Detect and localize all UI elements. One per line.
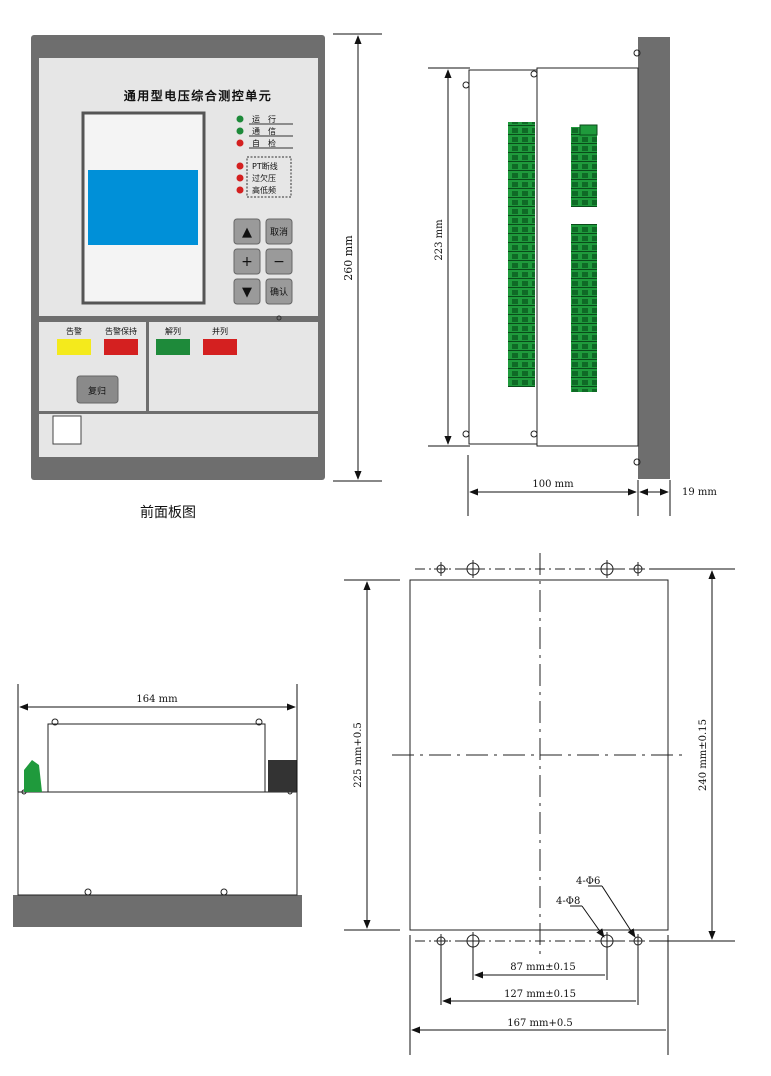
indicator-group: 运 行 通 信 自 检 — [236, 114, 293, 149]
cutout-height-label: 225 mm+0.5 — [353, 722, 364, 788]
indicator-voltage-label: 过欠压 — [252, 173, 276, 183]
cutout-width-dimensions: 87 mm±0.15 127 mm±0.15 167 mm+0.5 — [409, 935, 669, 1055]
reset-button-label: 复归 — [88, 385, 106, 397]
top-width-label: 164 mm — [136, 694, 178, 705]
front-height-label: 260 mm — [342, 235, 355, 281]
cutout-view: 4-Φ6 4-Φ8 — [392, 553, 688, 955]
lcd-screen — [88, 170, 198, 245]
key-cancel-label: 取消 — [270, 226, 288, 238]
keypad: ▲ 取消 + − ▼ 确认 — [233, 218, 293, 321]
side-depth-label: 100 mm — [532, 479, 574, 490]
indicator-selftest-label: 自 检 — [252, 138, 276, 148]
front-panel: 通用型电压综合测控单元 运 行 通 信 自 检 PT断线 过欠压 高低频 — [31, 35, 325, 521]
hole-small-label: 4-Φ8 — [556, 896, 580, 907]
hole-large-label: 4-Φ6 — [576, 876, 600, 887]
hole-bottom-right-small — [631, 934, 645, 948]
side-flange-label: 19 mm — [682, 487, 717, 498]
top-terminal-green — [24, 760, 42, 792]
top-terminal-dark — [268, 760, 297, 792]
key-up-button[interactable]: ▲ — [233, 218, 261, 245]
key-minus-button[interactable]: − — [265, 248, 293, 275]
key-confirm-button[interactable]: 确认 — [265, 278, 293, 305]
dim-outer-label: 167 mm+0.5 — [507, 1018, 573, 1029]
lamp-alarm — [57, 339, 91, 355]
top-view-body — [17, 791, 298, 896]
key-cancel-button[interactable]: 取消 — [265, 218, 293, 245]
top-view — [13, 718, 302, 927]
panel-hole — [276, 315, 282, 321]
indicator-pt-break-label: PT断线 — [252, 161, 278, 171]
bottom-strip — [39, 414, 318, 457]
key-minus-label: − — [273, 254, 285, 270]
hole-top-right-small — [631, 562, 645, 576]
cutout-outer-height-dimension: 240 mm±0.15 — [650, 568, 735, 942]
top-width-dimension: 164 mm — [17, 684, 298, 792]
front-height-dimension: 260 mm — [333, 33, 382, 482]
terminal-block-left — [508, 122, 535, 387]
indicator-run — [236, 115, 244, 123]
panel-title: 通用型电压综合测控单元 — [124, 88, 273, 103]
side-depth-dimension: 100 mm 19 mm — [467, 455, 717, 516]
reset-button[interactable]: 复归 — [76, 375, 119, 404]
cutout-outer-height-label: 240 mm±0.15 — [698, 719, 709, 791]
indicator-voltage — [236, 174, 244, 182]
front-panel-caption: 前面板图 — [140, 504, 196, 521]
hole-top-left-small — [434, 562, 448, 576]
hole-top-right-large — [598, 560, 616, 578]
side-height-dimension: 223 mm — [428, 67, 470, 447]
top-view-rear — [47, 723, 266, 793]
indicator-comm-label: 通 信 — [252, 126, 276, 136]
indicator-selftest — [236, 139, 244, 147]
indicator-pt-break — [236, 162, 244, 170]
key-plus-label: + — [241, 254, 253, 270]
key-down-button[interactable]: ▼ — [233, 278, 261, 305]
hole-bottom-left-small — [434, 934, 448, 948]
alarm-indicator-group: PT断线 过欠压 高低频 — [236, 156, 292, 198]
indicator-comm — [236, 127, 244, 135]
key-down-label: ▼ — [242, 285, 252, 300]
lower-section-right — [149, 322, 318, 411]
key-plus-button[interactable]: + — [233, 248, 261, 275]
side-view — [462, 37, 670, 479]
hole-top-left-large — [464, 560, 482, 578]
indicator-frequency-label: 高低频 — [252, 185, 276, 195]
side-height-label: 223 mm — [434, 219, 445, 261]
dim-middle-label: 127 mm±0.15 — [504, 989, 576, 1000]
lamp-split — [156, 339, 190, 355]
lamp-parallel-label: 并列 — [212, 326, 228, 336]
lamp-alarm-label: 告警 — [66, 326, 82, 336]
key-up-label: ▲ — [242, 225, 252, 240]
nameplate-square — [52, 415, 82, 445]
top-view-plate — [13, 895, 302, 927]
indicator-frequency — [236, 186, 244, 194]
mounting-plate — [638, 37, 670, 479]
terminal-block-upper-right — [571, 127, 597, 207]
lamp-parallel — [203, 339, 237, 355]
lamp-alarm-hold — [104, 339, 138, 355]
cutout-height-dimension: 225 mm+0.5 — [344, 579, 400, 931]
lamp-alarm-hold-label: 告警保持 — [105, 326, 137, 336]
indicator-run-label: 运 行 — [252, 114, 276, 124]
key-confirm-label: 确认 — [270, 286, 288, 298]
terminal-block-lower-right — [571, 224, 597, 392]
lamp-split-label: 解列 — [165, 326, 181, 336]
dim-inner-label: 87 mm±0.15 — [510, 962, 576, 973]
